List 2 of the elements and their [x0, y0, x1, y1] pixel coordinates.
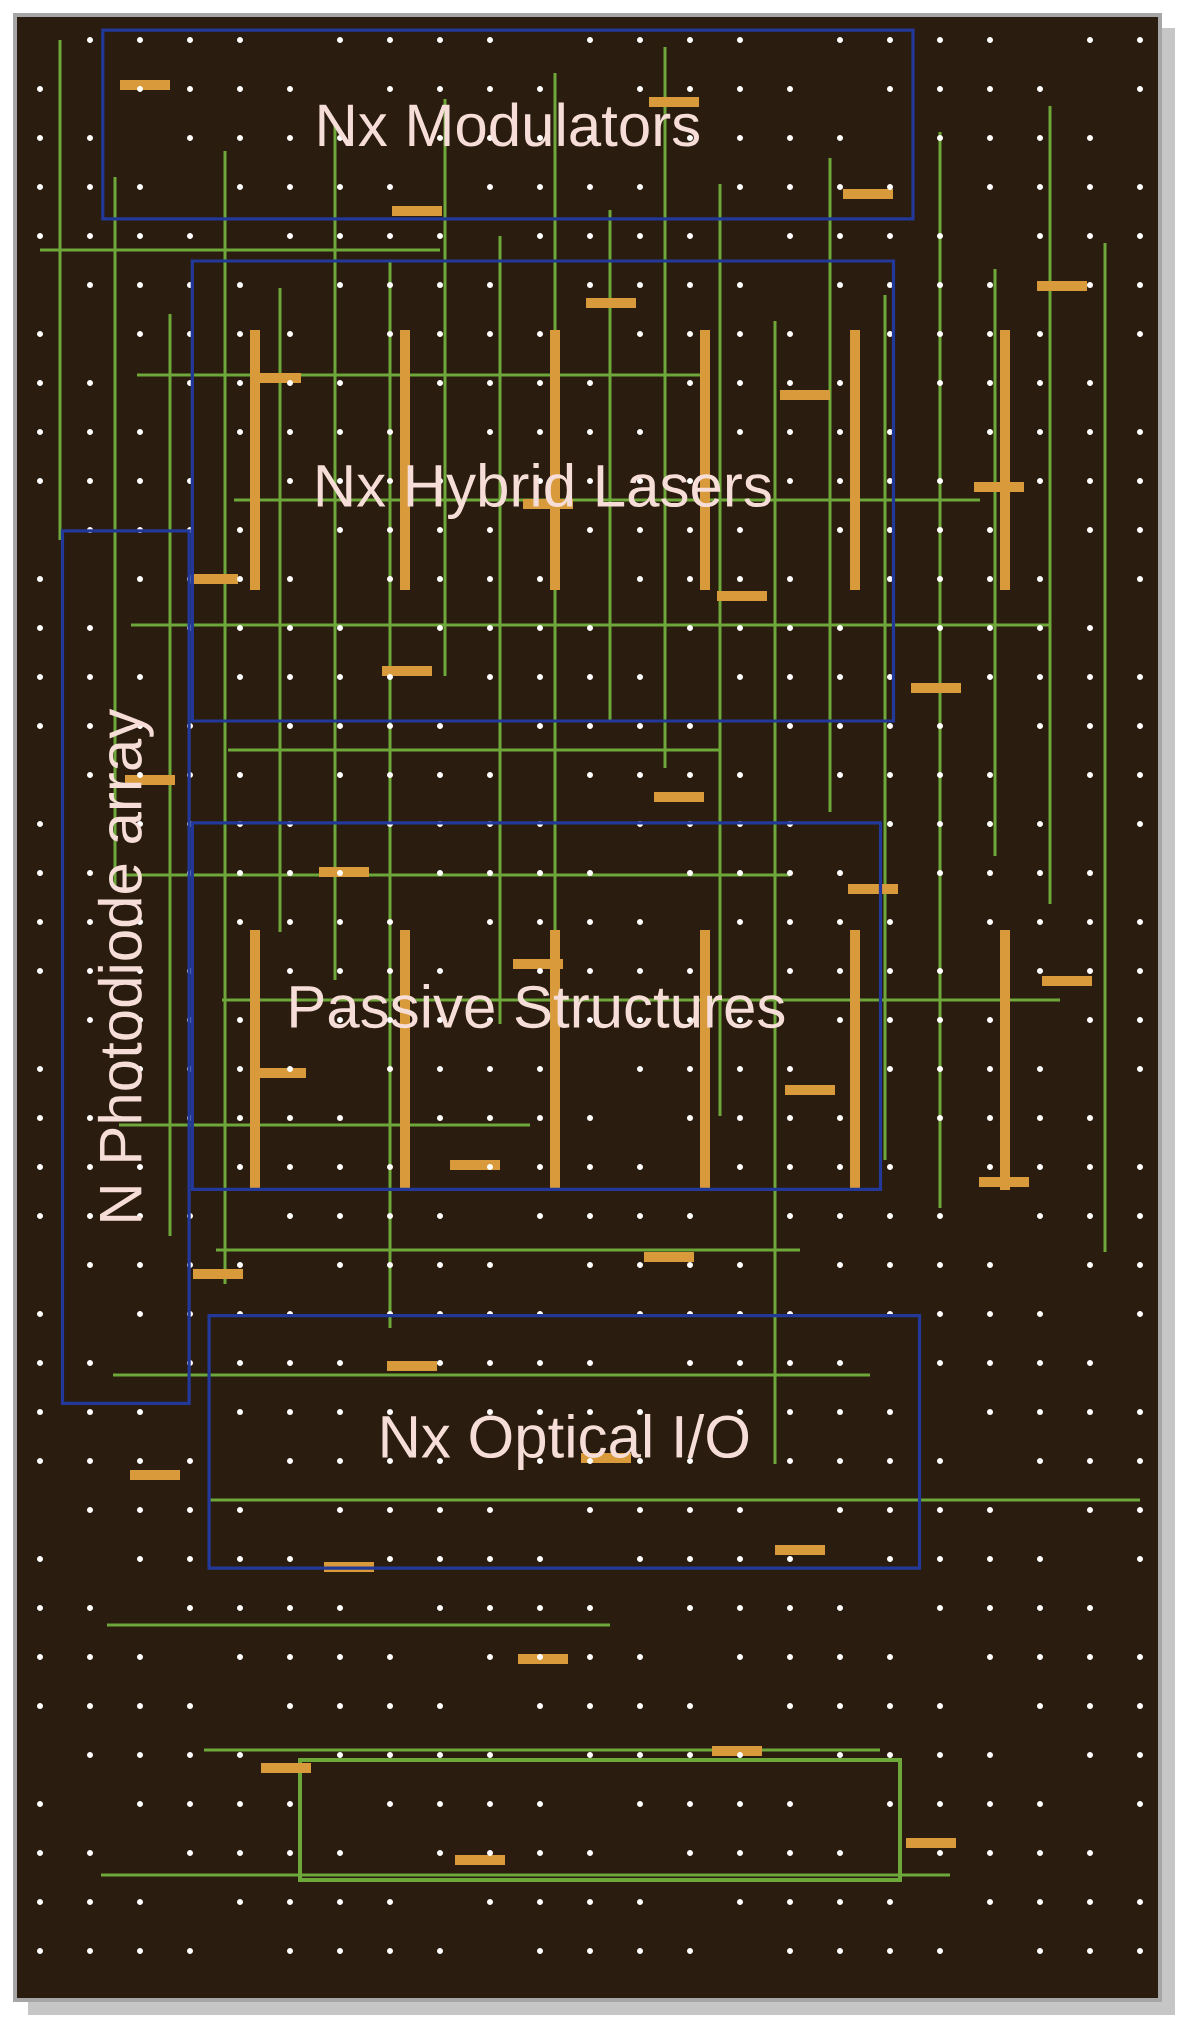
labeled-region-box: Nx Optical I/O [207, 1314, 922, 1570]
labeled-region-box: N Photodiode array [60, 529, 191, 1405]
